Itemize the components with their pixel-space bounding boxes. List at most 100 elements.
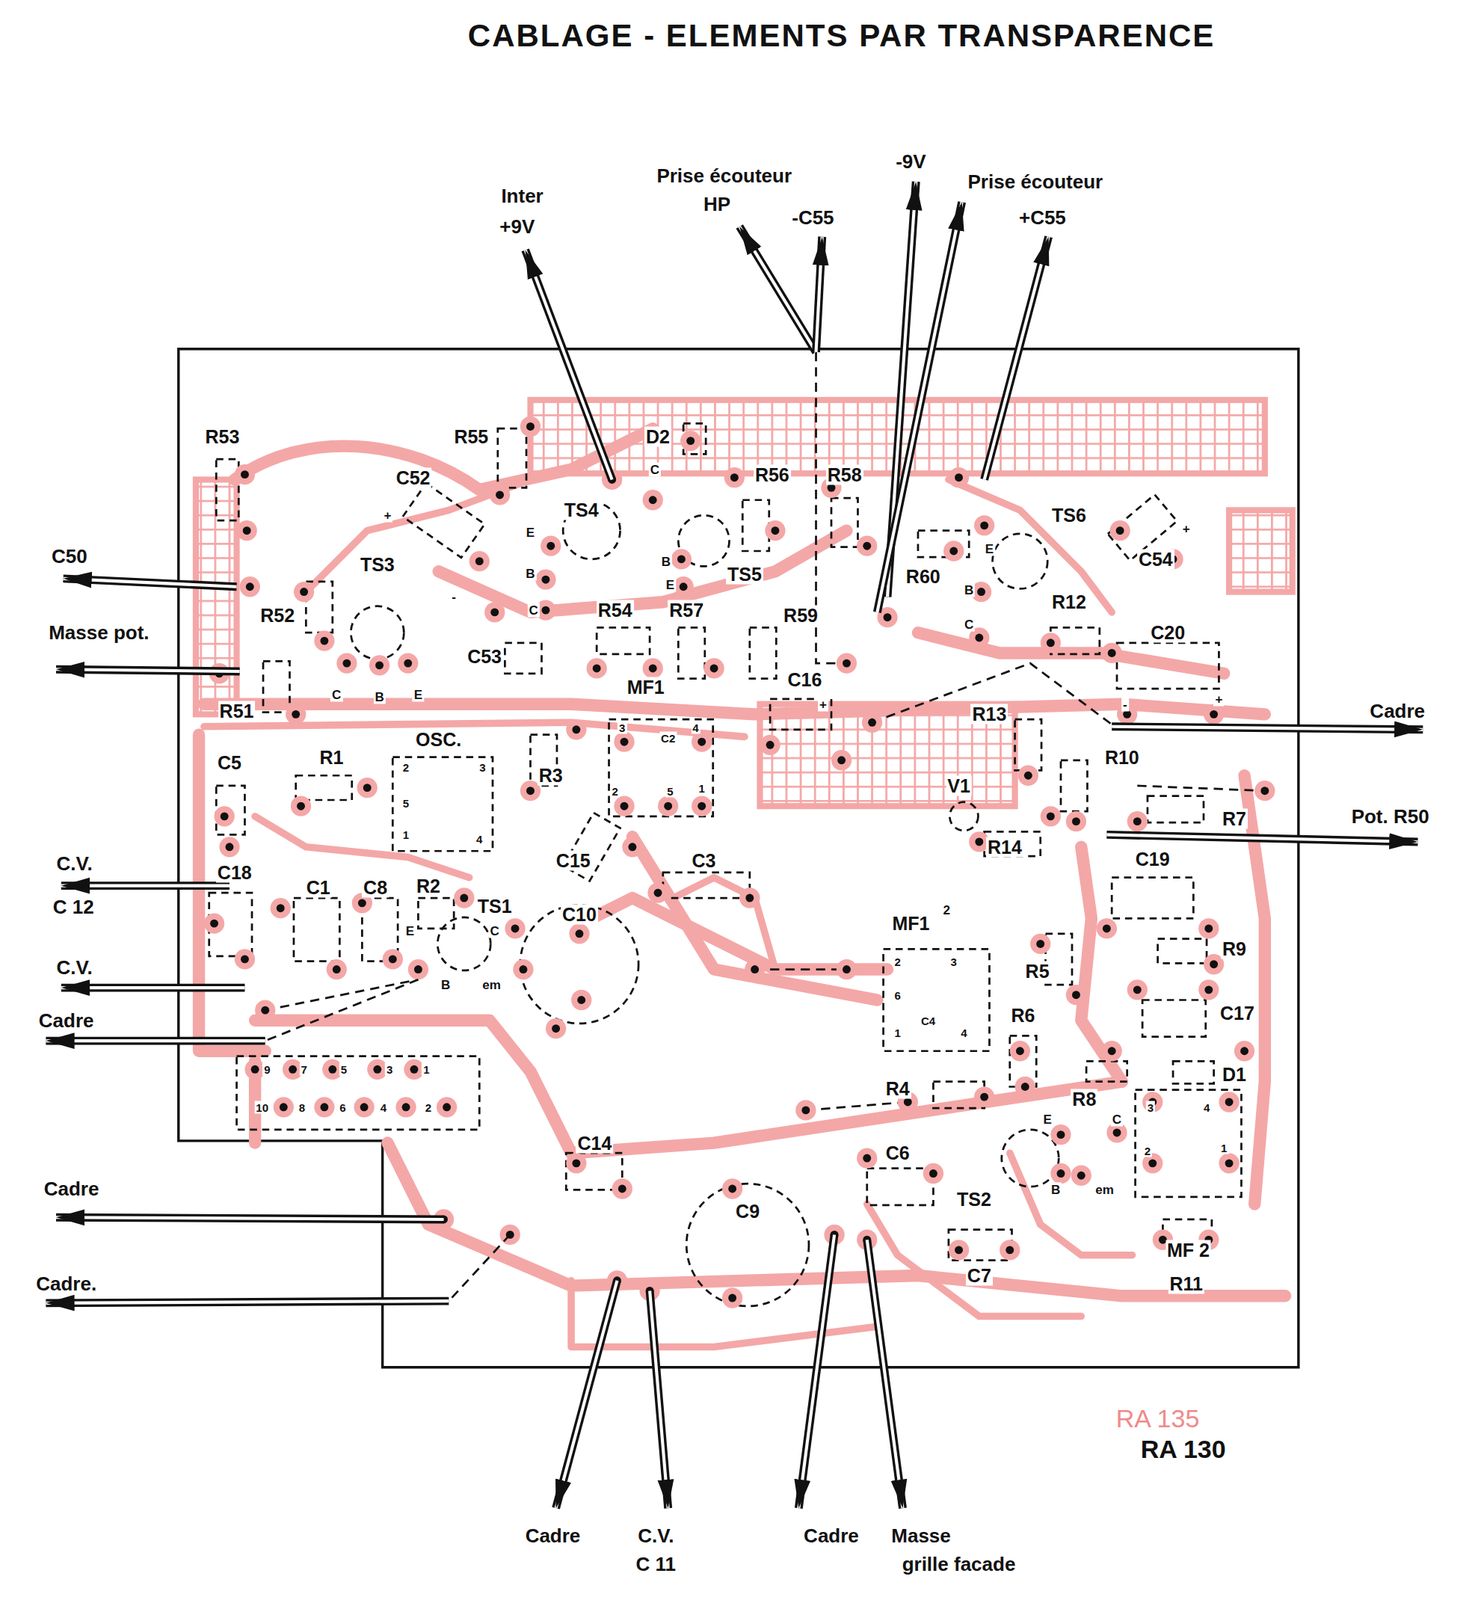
pin-number: 2: [610, 784, 620, 797]
component-label: TS5: [725, 564, 764, 585]
pin-number: 4: [474, 832, 484, 845]
component-label: OSC.: [414, 729, 463, 750]
pin-label: E: [983, 542, 996, 557]
pin-label: E: [524, 525, 537, 540]
component-label: D2: [644, 426, 672, 448]
pin-number: 3: [617, 721, 627, 735]
component-label: R59: [781, 604, 820, 625]
pin-label: -: [1121, 696, 1129, 711]
pin-number: 5: [665, 784, 675, 797]
pin-label: -: [450, 589, 458, 605]
component-label: C17: [1218, 1003, 1256, 1024]
pin-label: B: [660, 553, 673, 569]
wire-label: C.V.: [55, 956, 95, 978]
pin-label: E: [404, 923, 416, 938]
component-outlines: [209, 423, 1242, 1307]
wire-arrows: [45, 181, 1423, 1508]
wire-label: HP: [701, 193, 732, 215]
pin-number: 10: [254, 1100, 270, 1114]
wire-label: Prise écouteur: [966, 171, 1105, 193]
component-label: R7: [1220, 808, 1248, 829]
pin-number: 1: [421, 1063, 431, 1076]
title: CABLAGE - ELEMENTS PAR TRANSPARENCE: [466, 19, 1217, 53]
component-label: TS4: [562, 500, 601, 521]
wire-label: +9V: [497, 216, 537, 237]
wire-label: Cadre: [802, 1525, 861, 1547]
pin-number: 3: [949, 954, 959, 968]
pin-number: C4: [919, 1013, 937, 1027]
pin-number: 4: [959, 1026, 969, 1040]
pin-label: E: [412, 687, 424, 702]
pin-number: 2: [892, 954, 902, 968]
component-label: R4: [884, 1078, 912, 1099]
pin-number: 1: [892, 1026, 902, 1040]
component-label: C9: [734, 1201, 762, 1222]
copper-grid: [195, 399, 1293, 806]
pin-label: B: [373, 690, 386, 705]
pin-number: 4: [1202, 1100, 1212, 1114]
pin-number: 3: [477, 761, 487, 774]
wire-label: Cadre: [1368, 700, 1427, 722]
component-label: R3: [537, 765, 565, 786]
pin-number: 4: [690, 721, 700, 735]
component-label: C7: [965, 1264, 993, 1286]
component-label: R10: [1103, 746, 1141, 768]
wire-label: C.V.: [55, 853, 95, 874]
component-label: R58: [826, 464, 864, 485]
component-label: C19: [1134, 849, 1172, 870]
component-label: TS1: [476, 895, 514, 916]
component-label: V1: [945, 775, 972, 796]
pin-number: 6: [892, 988, 902, 1002]
component-label: C52: [394, 467, 433, 488]
component-label: R51: [218, 701, 256, 722]
pin-label: +: [382, 508, 393, 523]
pin-label: +: [1181, 521, 1192, 536]
pin-number: 1: [1219, 1141, 1229, 1155]
wire-label: C50: [50, 545, 89, 567]
wire-label: Cadre: [37, 1010, 96, 1031]
component-label: R8: [1070, 1088, 1098, 1109]
pin-label: +: [1213, 691, 1224, 706]
pin-label: E: [1042, 1112, 1054, 1127]
wire-label: C 12: [51, 896, 96, 918]
wire-label: Cadre: [42, 1178, 101, 1200]
component-label: C53: [465, 645, 504, 667]
component-label: R54: [596, 600, 634, 621]
component-label: C16: [786, 669, 824, 690]
component-label: R60: [904, 566, 942, 587]
component-label: R5: [1024, 961, 1052, 982]
pin-label: C: [1110, 1112, 1123, 1127]
pin-number: 2: [423, 1100, 433, 1114]
wire-label: Inter: [499, 185, 545, 207]
component-label: C1: [305, 877, 332, 898]
pin-label: B: [962, 582, 975, 597]
pin-number: 3: [385, 1063, 394, 1076]
pin-number: 7: [299, 1063, 309, 1076]
pin-label: C: [488, 923, 501, 938]
wire-label: -9V: [894, 151, 928, 172]
wire-label: +C55: [1017, 207, 1068, 229]
pin-label: C: [962, 617, 975, 632]
wire-links: [265, 352, 1265, 1111]
pin-number: 2: [401, 761, 411, 774]
pin-number: C2: [659, 731, 677, 744]
component-label: R52: [258, 604, 297, 625]
pin-number: 1: [401, 828, 411, 842]
wire-label: Masse pot.: [47, 622, 151, 643]
board-reference: RA 130: [1139, 1435, 1228, 1463]
wire-label: Pot. R50: [1350, 805, 1431, 827]
wire-label: Cadre.: [34, 1273, 98, 1295]
wire-label: C.V.: [636, 1525, 676, 1547]
pin-label: C: [648, 462, 661, 477]
component-label: R9: [1220, 938, 1248, 960]
component-label: C10: [560, 903, 599, 925]
component-label: C5: [216, 752, 243, 773]
wire-label: Prise écouteur: [654, 165, 794, 187]
pin-number: 5: [401, 796, 411, 810]
solder-pads: [204, 416, 1276, 1309]
pin-label: E: [664, 577, 676, 593]
board-reference: RA 135: [1114, 1404, 1202, 1432]
component-label: C15: [554, 850, 593, 871]
wire-label: -C55: [790, 207, 836, 229]
